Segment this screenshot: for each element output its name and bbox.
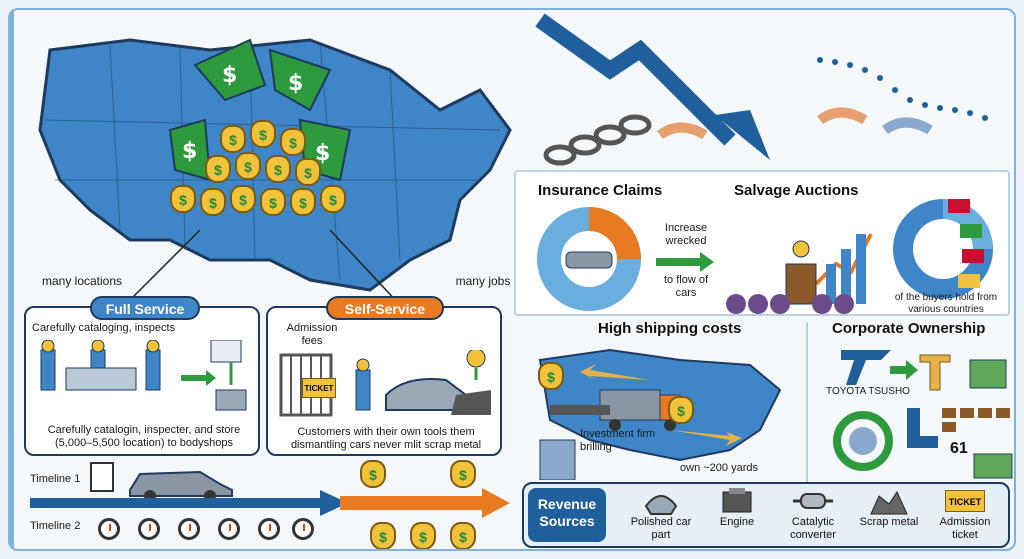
- company-label: TOYOTA TSUSHO: [826, 386, 910, 397]
- money-bag-icon: $: [668, 396, 694, 424]
- timeline-2-arrowhead: [482, 488, 510, 518]
- checklist-icon: [90, 462, 114, 492]
- shipping-map-illustration: [538, 348, 782, 480]
- insurance-claims-title: Insurance Claims: [538, 182, 663, 199]
- money-bag-icon: $: [450, 460, 476, 488]
- money-bag-icon: $: [250, 120, 276, 148]
- self-service-title: Self-Service: [326, 296, 444, 320]
- full-service-title: Full Service: [90, 296, 200, 320]
- money-bag-icon: $: [220, 125, 246, 153]
- l-logo-icon: [907, 408, 938, 448]
- shipping-title: High shipping costs: [598, 320, 742, 337]
- full-service-panel: Carefully cataloging, inspects Carefully…: [24, 306, 260, 456]
- yards-label: own ~200 yards: [680, 462, 758, 474]
- money-bag-icon: $: [200, 188, 226, 216]
- car-icon: [129, 470, 233, 502]
- left-border-decoration: [10, 10, 14, 549]
- clock-icon: [178, 518, 200, 540]
- revenue-item-label: Scrap metal: [859, 516, 919, 528]
- money-bag-icon: $: [360, 460, 386, 488]
- falling-arrow-chain-illustration: [535, 13, 988, 166]
- full-service-bottom-text: Carefully catalogin, inspecter, and stor…: [47, 424, 241, 450]
- admission-fee-label: Admission fees: [286, 322, 338, 348]
- workers-illustration: [40, 340, 247, 411]
- revenue-item-label: Engine: [719, 516, 755, 528]
- money-bag-icon: $: [280, 128, 306, 156]
- flow-arrow: [656, 252, 714, 272]
- clock-icon: [138, 518, 160, 540]
- money-bag-icon: $: [235, 152, 261, 180]
- money-bag-icon: $: [205, 155, 231, 183]
- svg-text:$: $: [288, 71, 303, 96]
- corporate-title: Corporate Ownership: [832, 320, 986, 337]
- recycle-icon: [833, 411, 893, 471]
- timeline-1-arrowhead: [320, 490, 348, 516]
- toyota-tsusho-logo: [841, 350, 891, 385]
- many-locations-label: many locations: [41, 274, 123, 288]
- engine-icon: [700, 486, 774, 516]
- ownership-illustration: [890, 354, 1007, 391]
- insurance-donut-chart: [537, 207, 641, 311]
- revenue-item-label: Admission ticket: [939, 516, 991, 541]
- timeline-2-bar: [340, 496, 490, 510]
- money-bag-icon: $: [370, 522, 396, 549]
- money-bag-icon: $: [170, 185, 196, 213]
- money-bag-icon: $: [260, 188, 286, 216]
- svg-text:$: $: [222, 63, 237, 88]
- yard-count: 61: [950, 440, 968, 457]
- svg-text:$: $: [315, 141, 330, 166]
- investment-firm-label: Investment firm brilling: [580, 428, 656, 454]
- revenue-title: Revenue Sources: [528, 488, 606, 542]
- increase-wrecked-label: Increase wrecked: [664, 222, 708, 248]
- scrap-metal-icon: [852, 486, 926, 516]
- many-jobs-label: many jobs: [455, 274, 511, 288]
- revenue-item: Polished car part: [624, 486, 698, 544]
- yards-grid-illustration: [942, 408, 1013, 479]
- self-service-illustration: [279, 350, 491, 417]
- money-bag-icon: $: [265, 155, 291, 183]
- money-bag-icon: $: [230, 185, 256, 213]
- timeline-1-label: Timeline 1: [30, 473, 81, 485]
- insurance-salvage-panel: Insurance Claims Salvage Auctions Increa…: [514, 170, 1010, 316]
- revenue-item: Engine: [700, 486, 774, 544]
- timeline-1-bar: [30, 498, 330, 508]
- car-part-icon: [624, 486, 698, 516]
- revenue-item-label: Catalytic converter: [790, 516, 836, 541]
- money-bag-icon: $: [410, 522, 436, 549]
- money-bag-icon: $: [295, 158, 321, 186]
- clock-icon: [258, 518, 280, 540]
- money-bag-icon: $: [290, 188, 316, 216]
- buyers-text: of the buyers hold from various countrie…: [894, 292, 998, 315]
- ticket-icon: TICKET: [928, 486, 1002, 516]
- timeline-2-label: Timeline 2: [30, 520, 81, 532]
- svg-text:$: $: [182, 139, 197, 164]
- money-bag-icon: $: [320, 185, 346, 213]
- buyers-donut-chart: [893, 199, 993, 299]
- revenue-panel: Revenue Sources Polished car part Engine C…: [522, 482, 1010, 548]
- money-bag-icon: $: [450, 522, 476, 549]
- catalytic-converter-icon: [776, 486, 850, 516]
- revenue-item: TICKET Admission ticket: [928, 486, 1002, 544]
- section-divider: [806, 322, 808, 482]
- ticket-text: TICKET: [945, 490, 985, 512]
- self-service-panel: Admission fees TICKET Customers with the…: [266, 306, 502, 456]
- revenue-item: Catalytic converter: [776, 486, 850, 544]
- revenue-item: Scrap metal: [852, 486, 926, 544]
- salvage-auctions-title: Salvage Auctions: [734, 182, 859, 199]
- clock-icon: [218, 518, 240, 540]
- auction-illustration: [726, 233, 873, 314]
- clock-icon: [98, 518, 120, 540]
- self-service-bottom-text: Customers with their own tools them dism…: [290, 426, 482, 452]
- money-bag-icon: $: [538, 362, 564, 390]
- full-service-top-text: Carefully cataloging, inspects: [32, 322, 176, 334]
- flow-of-cars-label: to flow of cars: [663, 274, 709, 300]
- infographic-frame: $ $ $ $ $ $ $ $ $ $ $ $ $ $ $ $ $ many l…: [8, 8, 1016, 551]
- ticket-icon: TICKET: [302, 378, 336, 398]
- revenue-item-label: Polished car part: [630, 516, 692, 541]
- clock-icon: [292, 518, 314, 540]
